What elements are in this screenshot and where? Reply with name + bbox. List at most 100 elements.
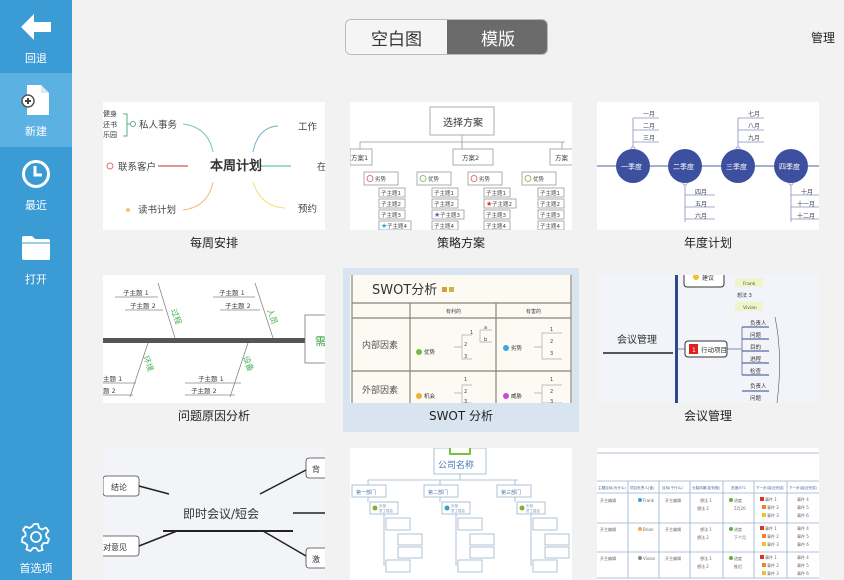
svg-text:还书: 还书: [103, 120, 117, 129]
svg-text:十一月: 十一月: [797, 200, 815, 208]
sidebar: 回退 新建 最近 打开 首选项: [0, 0, 72, 580]
template-thumbnail: 主题目标(为什么) 项目负责人(谁) 目标(干什么) 头脑风暴(如何做) 进度/…: [597, 448, 819, 580]
svg-text:子主题3: 子主题3: [440, 211, 461, 219]
svg-text:即时会议/短会: 即时会议/短会: [183, 507, 259, 521]
svg-text:3: 3: [550, 351, 553, 357]
template-card-org-chart[interactable]: 公司名称 第一部门 第二部门 第三部门 头衔 员工姓名 头衔员工姓名 头衔员工姓…: [343, 441, 579, 580]
template-card-swot[interactable]: SWOT分析 有利的 有害的 内部因素 外部因素: [343, 268, 579, 432]
sidebar-item-recent[interactable]: 最近: [0, 147, 72, 221]
template-card-quick-meeting[interactable]: 结论 对意见 背 激 即时会议/短会: [96, 441, 332, 580]
svg-text:1: 1: [692, 347, 696, 354]
svg-text:七月: 七月: [748, 110, 760, 118]
view-tabs: 空白图 模版: [345, 19, 548, 55]
svg-text:想法 2: 想法 2: [697, 505, 709, 511]
svg-text:方案1: 方案1: [351, 153, 368, 162]
svg-text:负责人: 负责人: [750, 319, 767, 327]
svg-text:激: 激: [312, 554, 320, 564]
svg-text:开主编辑: 开主编辑: [665, 526, 681, 532]
svg-text:公司名称: 公司名称: [438, 459, 474, 471]
svg-text:员工姓名: 员工姓名: [526, 508, 540, 513]
svg-text:1: 1: [550, 377, 553, 383]
template-card-fishbone[interactable]: 需 子主题 1 子主题 2 子主题 1 子主题 2 主题 1 题 2 子主题 1…: [96, 268, 332, 432]
template-thumbnail: 会议管理 建议 Frank 想法 3 Vivian 1 行动项目 负责人: [597, 275, 819, 403]
svg-text:子主题 2: 子主题 2: [130, 301, 156, 310]
template-label: 年度计划: [683, 236, 732, 250]
svg-text:子主题 1: 子主题 1: [198, 374, 224, 383]
sidebar-item-back[interactable]: 回退: [0, 0, 72, 74]
svg-text:子主题2: 子主题2: [540, 200, 560, 208]
template-label: 会议管理: [683, 409, 732, 423]
svg-text:本周计划: 本周计划: [210, 158, 262, 174]
folder-icon: [16, 231, 56, 265]
svg-text:子主题 2: 子主题 2: [191, 386, 217, 395]
svg-text:负责人: 负责人: [750, 382, 767, 390]
svg-text:子主题1: 子主题1: [434, 189, 454, 197]
svg-text:下个月: 下个月: [734, 535, 746, 540]
svg-text:2: 2: [464, 342, 467, 348]
manage-button[interactable]: 管理: [811, 31, 836, 45]
sidebar-item-new[interactable]: 新建: [0, 73, 72, 147]
svg-text:事件 5: 事件 5: [797, 562, 809, 568]
svg-text:想法 1: 想法 1: [700, 526, 712, 532]
svg-text:事件 3: 事件 3: [767, 512, 779, 518]
svg-text:头衔: 头衔: [379, 503, 387, 508]
svg-text:十二月: 十二月: [797, 212, 815, 220]
svg-text:进度/ETC: 进度/ETC: [731, 485, 747, 490]
svg-text:事件 4: 事件 4: [797, 554, 809, 560]
template-thumbnail: SWOT分析 有利的 有害的 内部因素 外部因素: [350, 275, 572, 403]
svg-text:开主编辑: 开主编辑: [665, 555, 681, 561]
svg-text:事件 3: 事件 3: [767, 541, 779, 547]
svg-text:私人事务: 私人事务: [139, 119, 178, 131]
svg-text:想法 2: 想法 2: [697, 534, 709, 540]
template-card-meeting[interactable]: 会议管理 建议 Frank 想法 3 Vivian 1 行动项目 负责人: [590, 268, 826, 432]
svg-text:进度: 进度: [734, 526, 742, 532]
svg-text:开主编辑: 开主编辑: [600, 497, 616, 503]
svg-text:对意见: 对意见: [103, 542, 127, 552]
svg-text:子主题1: 子主题1: [381, 189, 401, 197]
svg-text:子主题3: 子主题3: [486, 211, 507, 219]
template-card-project-table[interactable]: 主题目标(为什么) 项目负责人(谁) 目标(干什么) 头脑风暴(如何做) 进度/…: [590, 441, 826, 580]
svg-text:事件 2: 事件 2: [767, 533, 779, 539]
svg-text:威胁: 威胁: [511, 392, 523, 400]
tab-blank[interactable]: 空白图: [346, 20, 447, 54]
template-card-strategy[interactable]: 选择方案 方案1 方案2 方案 劣势 优势 劣势 优势 子主题1 子主题2 子主…: [343, 95, 579, 259]
svg-text:会议管理: 会议管理: [617, 333, 657, 346]
svg-text:Vivian: Vivian: [743, 305, 757, 311]
svg-text:有害的: 有害的: [526, 308, 541, 315]
svg-text:子主题2: 子主题2: [434, 200, 454, 208]
svg-text:项目负责人(谁): 项目负责人(谁): [630, 485, 655, 490]
template-card-weekly[interactable]: 健身 还书 乐园 私人事务 联系客户 读书计划 本周计划 工作 在 预约 每周安…: [96, 95, 332, 259]
svg-text:子主题4: 子主题4: [434, 222, 455, 230]
svg-text:2: 2: [464, 389, 467, 395]
template-thumbnail: 选择方案 方案1 方案2 方案 劣势 优势 劣势 优势 子主题1 子主题2 子主…: [350, 102, 572, 230]
svg-text:需: 需: [315, 335, 325, 348]
svg-text:开主编辑: 开主编辑: [665, 497, 681, 503]
svg-text:读书计划: 读书计划: [138, 204, 176, 216]
svg-text:联系客户: 联系客户: [118, 161, 156, 173]
svg-text:5月20: 5月20: [734, 506, 746, 511]
svg-text:子主题4: 子主题4: [486, 222, 507, 230]
svg-text:子主题 2: 子主题 2: [225, 301, 251, 310]
svg-text:事件 3: 事件 3: [767, 570, 779, 576]
svg-text:工作: 工作: [298, 121, 318, 133]
new-file-icon: [16, 83, 56, 117]
svg-text:建议: 建议: [702, 275, 714, 282]
sidebar-item-label: 回退: [25, 52, 47, 65]
sidebar-item-preferences[interactable]: 首选项: [0, 510, 72, 580]
svg-text:九月: 九月: [748, 134, 760, 142]
template-card-annual[interactable]: 一季度 二季度 三季度 四季度 一月 二月 三月 四月 五月 六月 七月 八月 …: [590, 95, 826, 259]
svg-text:Frank: Frank: [743, 281, 756, 287]
svg-text:3: 3: [464, 399, 467, 403]
svg-text:b: b: [484, 337, 487, 343]
svg-text:员工姓名: 员工姓名: [451, 508, 465, 513]
svg-text:优势: 优势: [428, 175, 440, 183]
clock-icon: [16, 157, 56, 191]
svg-text:进度: 进度: [734, 497, 742, 503]
svg-text:SWOT分析: SWOT分析: [372, 283, 437, 298]
sidebar-item-open[interactable]: 打开: [0, 221, 72, 295]
svg-text:子主题3: 子主题3: [381, 211, 402, 219]
tab-templates[interactable]: 模版: [447, 20, 547, 54]
sidebar-item-label: 新建: [25, 125, 47, 138]
svg-text:2: 2: [550, 339, 553, 345]
